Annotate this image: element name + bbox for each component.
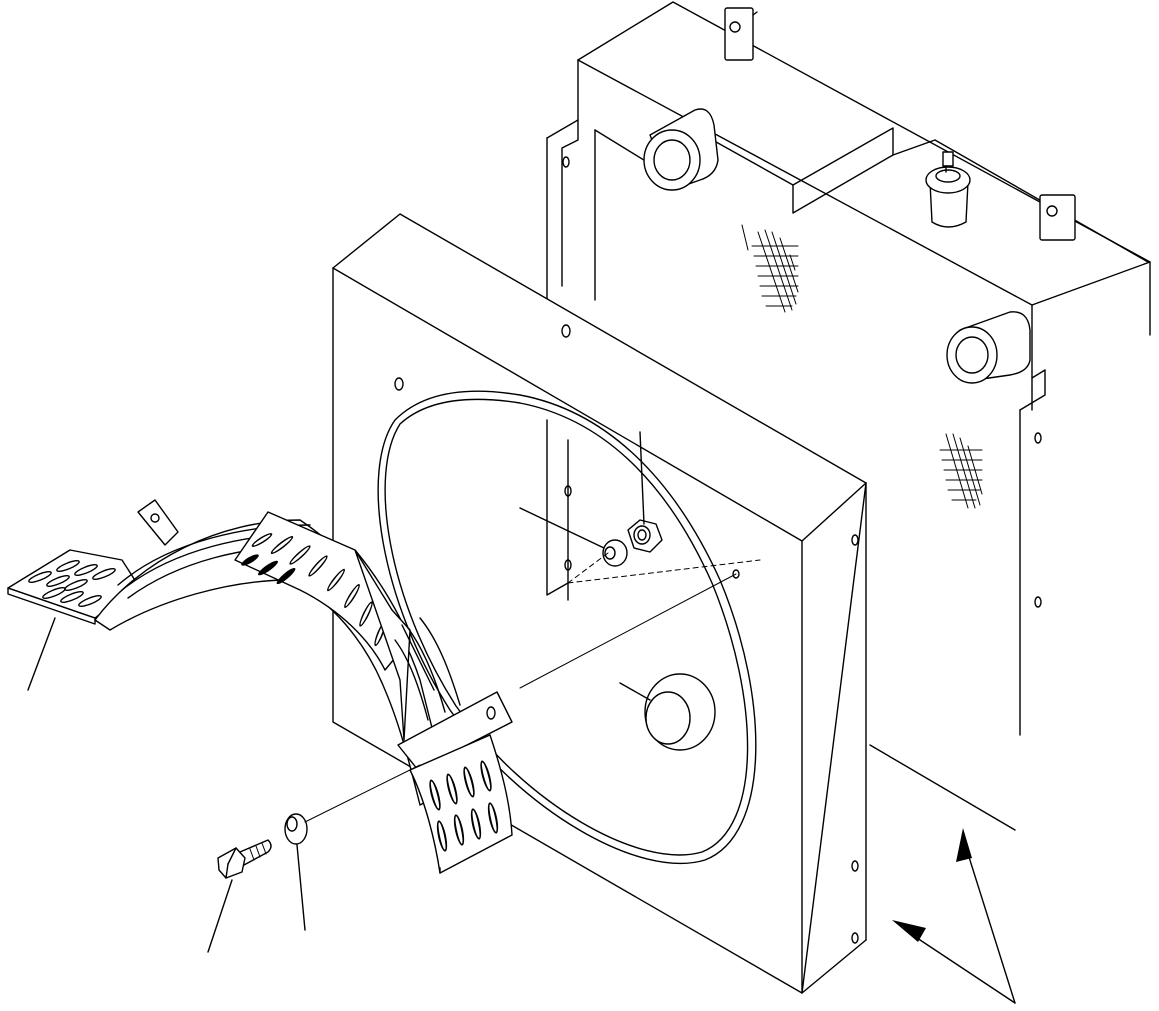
leader-nut: [639, 431, 645, 525]
upper-hose-pipe: [643, 108, 719, 191]
leader-inner-washer: [519, 507, 605, 549]
nut: [627, 519, 663, 553]
washer: [284, 813, 308, 845]
direction-arrows: [892, 828, 1016, 1004]
inner-washer: [602, 539, 628, 567]
leader-bolt: [207, 879, 233, 953]
lower-hose-pipe: [946, 311, 1031, 384]
radiator-core: [546, 1, 1151, 831]
radiator-cap-icon: [925, 151, 971, 228]
leader-washer: [296, 844, 306, 931]
bolt: [217, 839, 272, 879]
arrow-up-icon: [956, 828, 972, 862]
leader-fan-guard: [27, 617, 56, 691]
leader-lines: [27, 431, 645, 953]
arrow-left-icon: [892, 920, 926, 942]
fan-shroud: [332, 213, 867, 994]
center-lines: [519, 552, 761, 689]
bolt-axis-line: [304, 764, 421, 823]
fan-guard: [7, 499, 513, 874]
core-mesh: [741, 224, 983, 509]
